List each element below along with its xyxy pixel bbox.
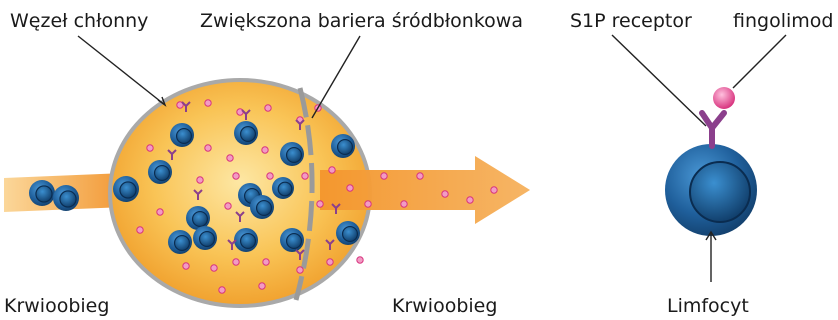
s1p-receptor-icon: [702, 113, 724, 146]
fingolimod-label: fingolimod: [733, 10, 833, 32]
fingolimod-particle: [263, 259, 269, 265]
lymphocyte-detail: [665, 144, 757, 236]
fingolimod-particle: [327, 259, 333, 265]
fingolimod-particle: [219, 287, 225, 293]
lymphocyte-cell: [170, 123, 194, 147]
lymph-node-label: Węzeł chłonny: [10, 10, 148, 32]
fingolimod-particle: [357, 257, 363, 263]
fingolimod-particle: [225, 203, 231, 209]
fingolimod-particle: [227, 155, 233, 161]
fingolimod-particle: [137, 227, 143, 233]
fingolimod-particle: [233, 173, 239, 179]
fingolimod-particle: [265, 105, 271, 111]
fingolimod-particle: [491, 187, 497, 193]
lymphocyte-cell: [272, 177, 294, 199]
endothelial-barrier-label: Zwiększona bariera śródbłonkowa: [200, 10, 523, 32]
fingolimod-particle: [211, 265, 217, 271]
fingolimod-particle: [259, 283, 265, 289]
fingolimod-molecule-icon: [713, 87, 735, 109]
fingolimod-particle: [317, 201, 323, 207]
fingolimod-particle: [365, 201, 371, 207]
fingolimod-particle: [401, 201, 407, 207]
lymphocyte-cell: [280, 228, 304, 252]
fingolimod-particle: [381, 173, 387, 179]
fingolimod-particle: [233, 259, 239, 265]
lymphocyte-cell: [331, 134, 355, 158]
bloodstream-out-label: Krwioobieg: [392, 295, 497, 317]
fingolimod-particle: [329, 167, 335, 173]
lymphocyte-cell: [193, 226, 217, 250]
lymphocyte-label: Limfocyt: [667, 295, 749, 317]
fingolimod-particle: [205, 100, 211, 106]
fingolimod-particle: [197, 177, 203, 183]
fingolimod-particle: [267, 173, 273, 179]
fingolimod-particle: [297, 267, 303, 273]
lymphocyte-cell: [250, 195, 274, 219]
lymphocyte-cell: [280, 142, 304, 166]
fingolimod-particle: [467, 197, 473, 203]
fingolimod-particle: [442, 191, 448, 197]
lymphocyte-cell: [53, 185, 79, 211]
fingolimod-particle: [347, 185, 353, 191]
lymphocyte-cell: [336, 221, 360, 245]
lymphocyte-cell: [29, 180, 55, 206]
fingolimod-particle: [302, 173, 308, 179]
fingolimod-particle: [147, 145, 153, 151]
fingolimod-particle: [262, 147, 268, 153]
fingolimod-particle: [417, 173, 423, 179]
bloodstream-in-label: Krwioobieg: [4, 295, 109, 317]
lymphocyte-cell: [168, 230, 192, 254]
lymphocyte-cell: [148, 160, 172, 184]
s1p-receptor-label: S1P receptor: [570, 10, 692, 32]
lymphocyte-cell: [234, 228, 258, 252]
fingolimod-particle: [183, 263, 189, 269]
lymphocyte-cell: [113, 176, 139, 202]
fingolimod-particle: [237, 109, 243, 115]
fingolimod-particle: [205, 145, 211, 151]
fingolimod-particle: [157, 209, 163, 215]
lymphocyte-cell: [234, 121, 258, 145]
